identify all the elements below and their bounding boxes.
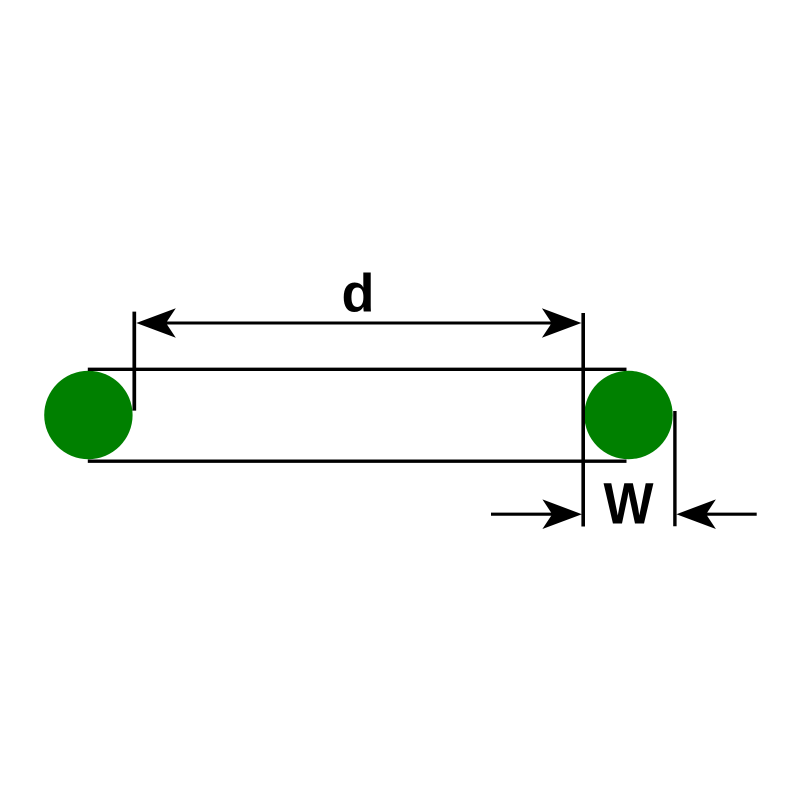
svg-text:W: W — [604, 472, 654, 537]
svg-text:d: d — [342, 263, 375, 323]
